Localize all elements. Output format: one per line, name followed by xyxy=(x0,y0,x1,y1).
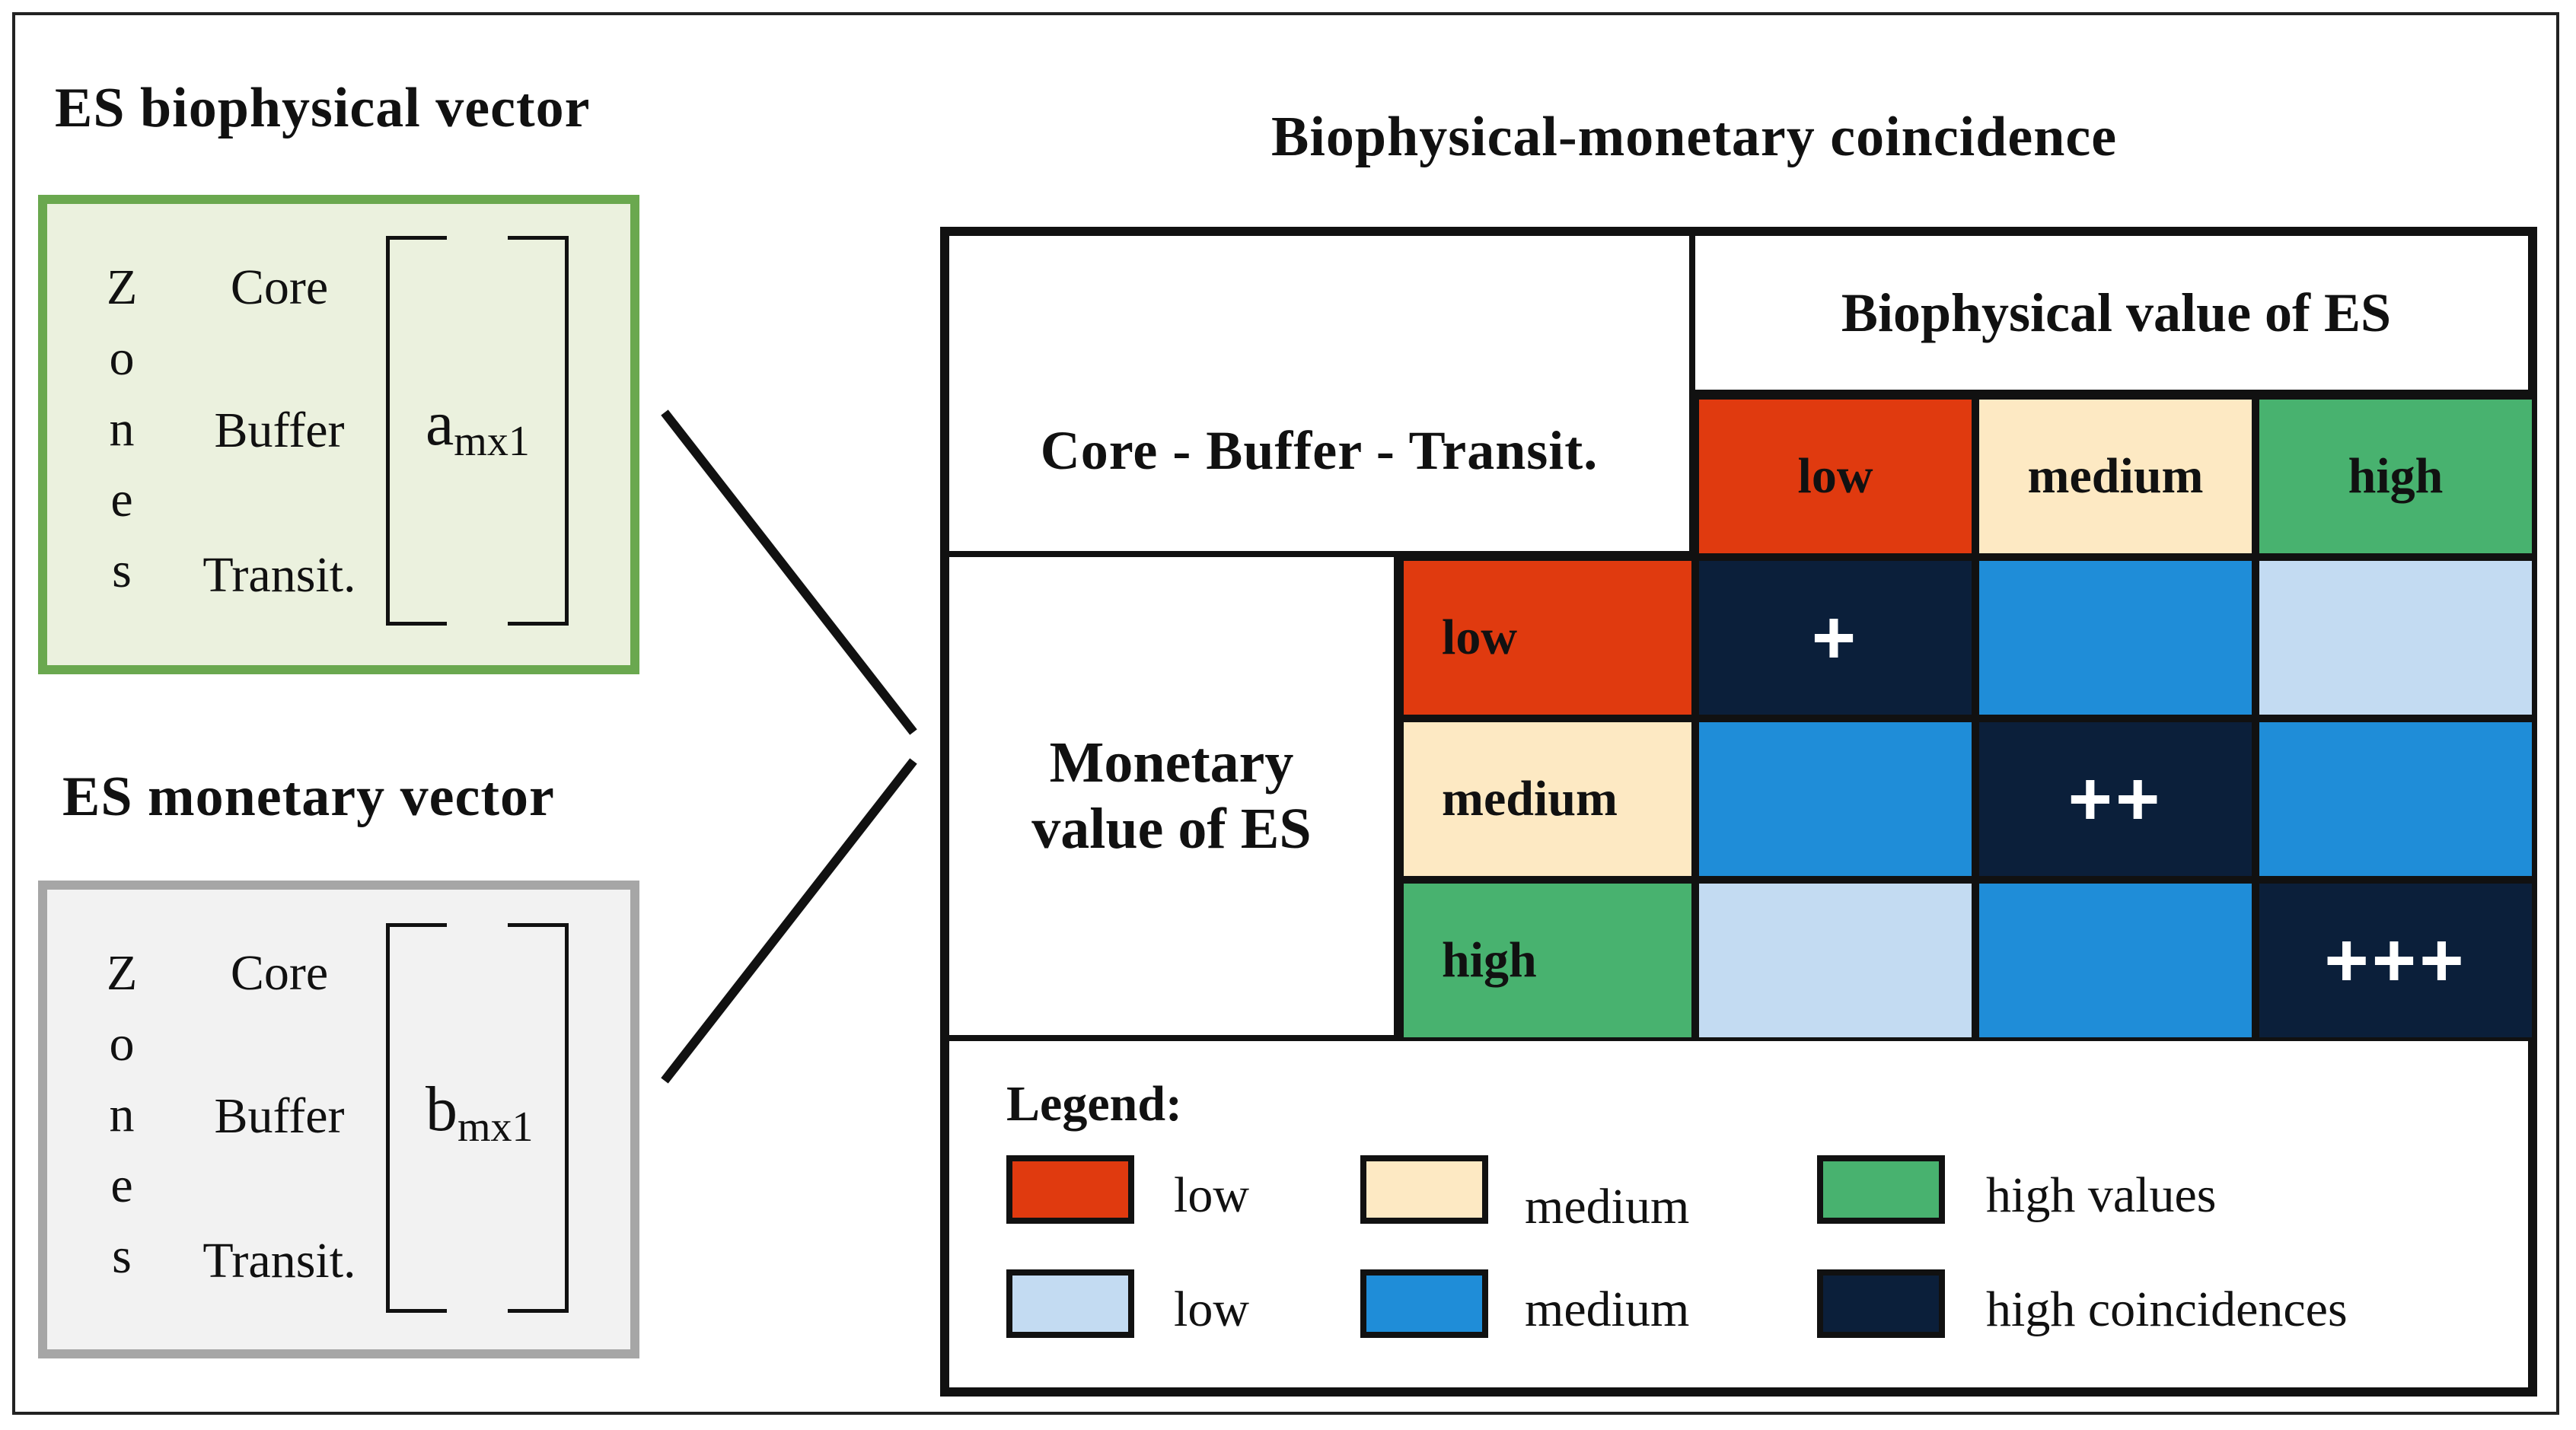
legend-swatch xyxy=(1360,1155,1488,1224)
monetary-vector-title: ES monetary vector xyxy=(62,766,555,828)
zone-transit-label: Transit. xyxy=(202,1233,356,1288)
level-label: high xyxy=(2348,448,2444,504)
legend-label: low xyxy=(1174,1167,1249,1223)
biophysical-header: Biophysical value of ES xyxy=(1695,236,2537,396)
bracket-right xyxy=(508,236,569,626)
vector-a-label: amx1 xyxy=(426,388,530,465)
level-label: low xyxy=(1442,610,1517,665)
monetary-level-medium: medium xyxy=(1400,718,1695,880)
legend-label: medium xyxy=(1525,1179,1690,1234)
coincidence-symbol: ++ xyxy=(2067,756,2163,842)
coincidence-cell: +++ xyxy=(2256,880,2536,1041)
legend-label: low xyxy=(1174,1282,1249,1337)
coincidence-cell xyxy=(1975,557,2256,718)
bracket-left xyxy=(386,923,447,1313)
coincidence-symbol: + xyxy=(1811,594,1860,680)
legend-label: medium xyxy=(1525,1282,1690,1337)
zone-core-label: Core xyxy=(230,945,329,1001)
zone-letter: e xyxy=(110,1158,133,1213)
level-label: low xyxy=(1797,448,1873,504)
coincidence-cell: + xyxy=(1695,557,1975,718)
zone-letter: e xyxy=(110,472,133,527)
bracket-left xyxy=(386,236,447,626)
corner-cell: Core - Buffer - Transit. xyxy=(949,236,1695,557)
connector-line-bottom xyxy=(661,758,917,1084)
monetary-level-high: high xyxy=(1400,880,1695,1041)
bracket-right xyxy=(508,923,569,1313)
zone-letter: Z xyxy=(107,945,138,1001)
zone-transit-label: Transit. xyxy=(202,547,356,603)
zone-buffer-label: Buffer xyxy=(214,1088,345,1144)
legend-title: Legend: xyxy=(1006,1076,1182,1132)
zone-letter: s xyxy=(112,1228,132,1284)
legend-swatch xyxy=(1817,1269,1945,1338)
zone-letter: o xyxy=(109,330,135,386)
coincidence-matrix: Core - Buffer - Transit. Biophysical val… xyxy=(940,227,2537,1397)
coincidence-cell xyxy=(2256,557,2536,718)
legend-swatch xyxy=(1006,1269,1134,1338)
coincidence-cell: ++ xyxy=(1975,718,2256,880)
figure-frame xyxy=(12,12,2559,1415)
biophysical-level-high: high xyxy=(2256,396,2536,557)
level-label: medium xyxy=(1442,771,1618,826)
matrix-title: Biophysical-monetary coincidence xyxy=(1271,106,2118,168)
legend-label: high values xyxy=(1986,1167,2217,1223)
monetary-header: Monetary value of ES xyxy=(949,557,1400,1041)
zone-letter: s xyxy=(112,543,132,598)
coincidence-cell xyxy=(1695,880,1975,1041)
biophysical-level-medium: medium xyxy=(1975,396,2256,557)
zone-letter: n xyxy=(109,401,135,457)
legend-swatch xyxy=(1360,1269,1488,1338)
level-label: high xyxy=(1442,932,1537,988)
zone-letter: Z xyxy=(107,260,138,315)
zone-letter: o xyxy=(109,1016,135,1072)
connector-line-top xyxy=(661,409,917,735)
zone-core-label: Core xyxy=(230,260,329,315)
legend-swatch xyxy=(1817,1155,1945,1224)
biophysical-level-low: low xyxy=(1695,396,1975,557)
monetary-level-low: low xyxy=(1400,557,1695,718)
level-label: medium xyxy=(2027,448,2204,504)
legend-swatch xyxy=(1006,1155,1134,1224)
legend: Legend: low medium high values low medium hig… xyxy=(949,1041,2528,1387)
zones-label: Core - Buffer - Transit. xyxy=(1040,419,1599,481)
coincidence-cell xyxy=(2256,718,2536,880)
coincidence-cell xyxy=(1695,718,1975,880)
legend-label: high coincidences xyxy=(1986,1282,2348,1337)
biophysical-vector-title: ES biophysical vector xyxy=(55,77,591,139)
coincidence-cell xyxy=(1975,880,2256,1041)
biophysical-vector-box: Z o n e s Core Buffer Transit. amx1 xyxy=(38,195,639,674)
zone-buffer-label: Buffer xyxy=(214,403,345,458)
zone-letter: n xyxy=(109,1087,135,1142)
monetary-vector-box: Z o n e s Core Buffer Transit. bmx1 xyxy=(38,881,639,1358)
vector-b-label: bmx1 xyxy=(426,1074,534,1151)
coincidence-symbol: +++ xyxy=(2324,917,2467,1003)
